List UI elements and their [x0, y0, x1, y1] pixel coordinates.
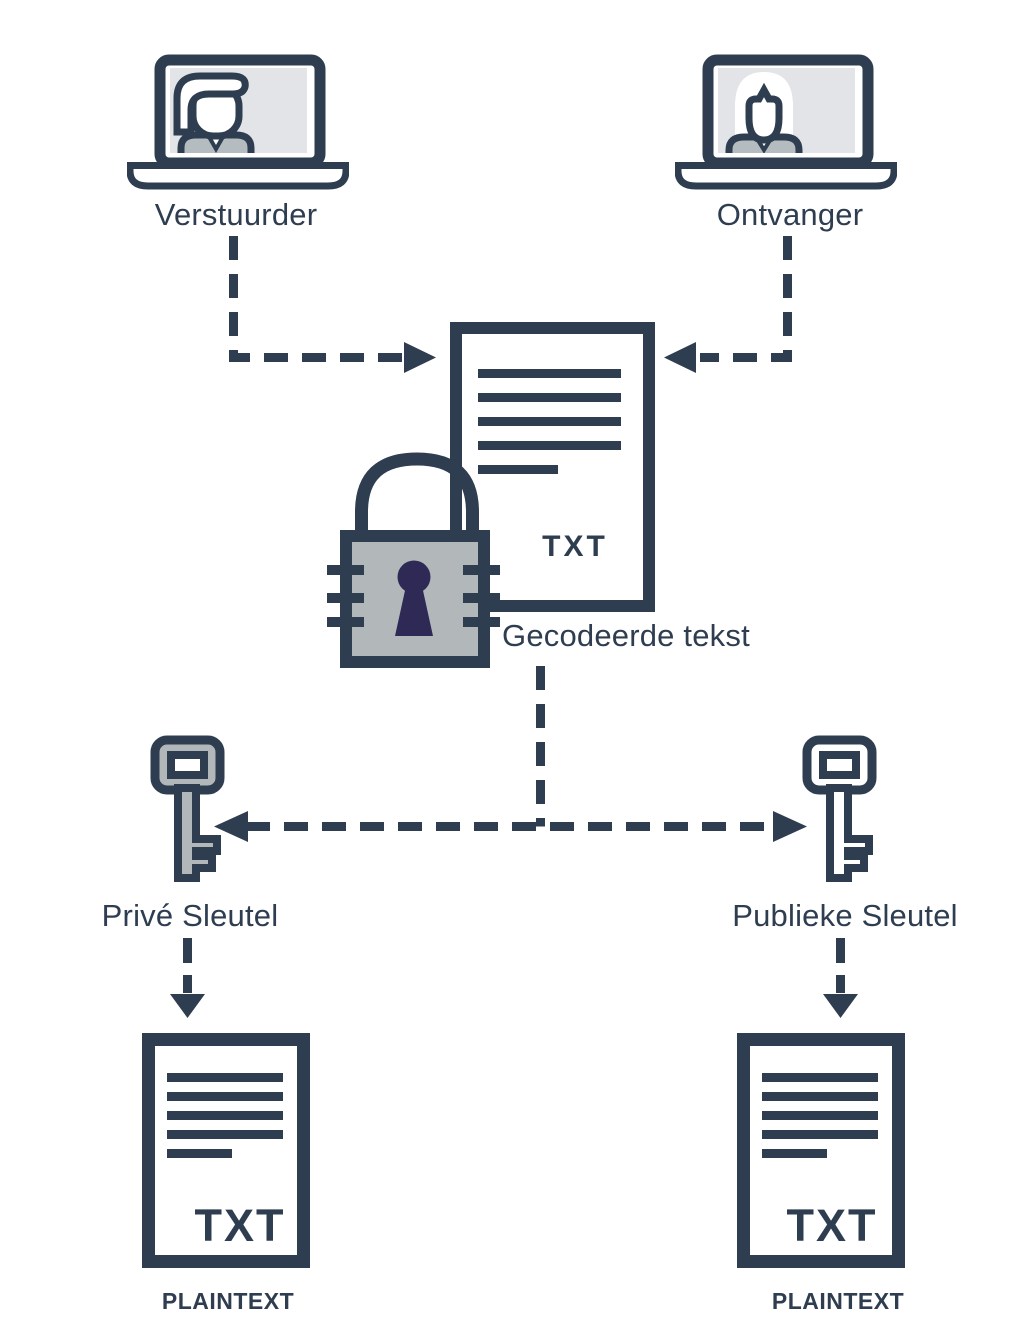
plaintext-document-right-icon [737, 1033, 905, 1268]
private-key-label: Privé Sleutel [101, 898, 279, 933]
arrowhead-into-document-left [404, 342, 436, 373]
key-head-hole [819, 751, 860, 779]
laptop-base [675, 162, 897, 190]
document-text-lines [167, 1073, 283, 1158]
plaintext-left-filetype: TXT [194, 1200, 286, 1251]
plaintext-right-filetype: TXT [786, 1200, 878, 1251]
woman-avatar-icon [725, 72, 803, 153]
padlock-icon [327, 452, 500, 668]
document-text-lines [762, 1073, 878, 1158]
sender-label: Verstuurder [154, 197, 318, 232]
laptop-sender-icon [127, 54, 349, 190]
public-key-icon [802, 735, 877, 882]
laptop-receiver-icon [675, 54, 897, 190]
document-text-lines [478, 369, 621, 474]
arrowhead-into-document-right [664, 342, 696, 373]
plaintext-document-left-icon [142, 1033, 310, 1268]
padlock-shackle [355, 452, 479, 538]
key-shaft [174, 784, 221, 882]
man-avatar-icon [173, 72, 255, 153]
keyhole-icon [395, 560, 433, 636]
receiver-label: Ontvanger [716, 197, 864, 232]
encrypted-document-filetype: TXT [542, 530, 608, 563]
padlock-side-ticks [327, 565, 500, 627]
connector-receiver-to-document [700, 236, 792, 362]
private-key-icon [150, 735, 225, 882]
public-key-label: Publieke Sleutel [732, 898, 958, 933]
encrypted-text-label: Gecodeerde tekst [502, 618, 750, 653]
connector-sender-to-document [229, 236, 404, 362]
key-shaft [826, 784, 873, 882]
plaintext-right-caption: PLAINTEXT [771, 1288, 905, 1314]
arrowhead-to-plaintext-right [823, 994, 858, 1018]
laptop-base [127, 162, 349, 190]
key-head-hole [167, 751, 208, 779]
plaintext-left-caption: PLAINTEXT [161, 1288, 295, 1314]
arrowhead-to-plaintext-left [170, 994, 205, 1018]
